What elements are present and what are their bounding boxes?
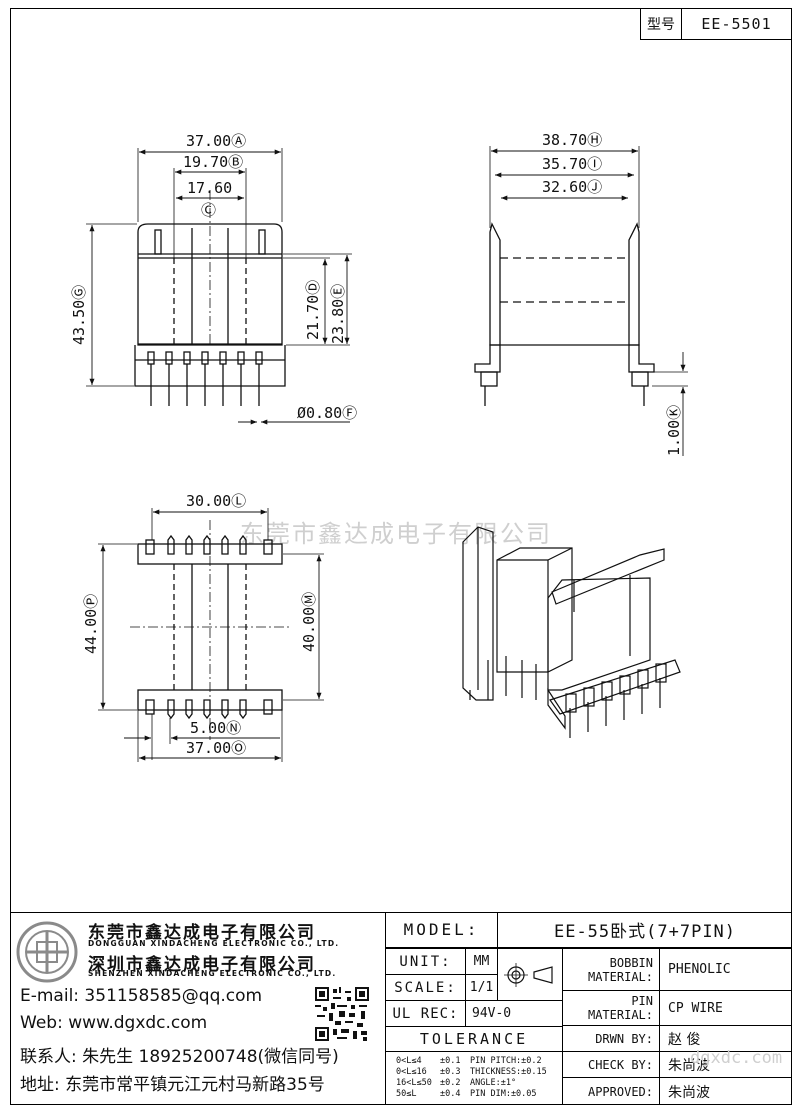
model-label: MODEL: — [386, 912, 498, 948]
side-view — [474, 146, 688, 456]
title-block — [10, 912, 792, 1105]
pin-material-label: PIN MATERIAL: — [562, 990, 660, 1026]
bottom-view — [98, 508, 324, 762]
drawing-frame — [10, 8, 792, 1105]
dim-n: 5.00Ⓝ — [190, 719, 241, 737]
dim-l: 30.00Ⓛ — [186, 492, 246, 510]
watermark-url: dgxdc.com — [690, 1048, 783, 1068]
company-name-cn-1: 东莞市鑫达成电子有限公司 — [88, 923, 316, 943]
type-label: 型号 — [641, 9, 682, 39]
dim-g: 43.50Ⓖ — [70, 285, 88, 345]
tolerance-label: TOLERANCE — [386, 1026, 563, 1052]
company-name-cn-2: 深圳市鑫达成电子有限公司 — [88, 955, 316, 975]
dim-i: 35.70Ⓘ — [542, 155, 602, 173]
company-web[interactable]: Web: www.dgxdc.com — [20, 1013, 208, 1033]
dim-b: 19.70Ⓑ — [183, 153, 243, 171]
drawn-by-label: DRWN BY: — [562, 1025, 660, 1052]
company-logo-icon — [16, 921, 78, 983]
check-by-label: CHECK BY: — [562, 1051, 660, 1078]
dim-o: 37.00Ⓞ — [186, 739, 246, 757]
approved-value: 朱尚波 — [659, 1077, 792, 1105]
pin-label-2: MATERIAL: — [587, 1008, 653, 1022]
company-email[interactable]: E-mail: 351158585@qq.com — [20, 986, 263, 1006]
dim-m: 40.00Ⓜ — [300, 592, 318, 652]
company-name-en-1: DONGGUAN XINDACHENG ELECTRONIC CO., LTD. — [88, 939, 340, 948]
type-box: 型号 EE-5501 — [640, 8, 792, 40]
type-value: EE-5501 — [701, 15, 772, 33]
dim-e: 23.80Ⓔ — [329, 284, 347, 344]
approved-label: APPROVED: — [562, 1077, 660, 1105]
qr-code-icon[interactable] — [313, 985, 371, 1043]
dim-h: 38.70Ⓗ — [542, 131, 602, 149]
bottom-pins-bottom — [145, 699, 273, 720]
scale-value: 1/1 — [465, 974, 498, 1001]
bobbin-material-label: BOBBIN MATERIAL: — [562, 948, 660, 991]
ulrec-value: 94V-0 — [465, 1000, 563, 1027]
projection-icon — [504, 962, 553, 987]
model-value: EE-55卧式(7+7PIN) — [497, 912, 792, 948]
isometric-view[interactable] — [462, 526, 681, 738]
dim-f: Ø0.80Ⓕ — [297, 404, 357, 422]
pin-material-value: CP WIRE — [659, 990, 792, 1026]
front-view — [86, 148, 352, 425]
dim-p: 44.00Ⓟ — [82, 594, 100, 654]
unit-label: UNIT: — [386, 948, 466, 975]
dim-c-letter: Ⓒ — [201, 201, 216, 219]
iso-pins-front — [565, 663, 667, 738]
iso-pins-back — [469, 656, 537, 700]
pin-label-1: PIN — [631, 994, 653, 1008]
bobbin-label-1: BOBBIN — [609, 955, 653, 970]
dim-j: 32.60Ⓙ — [542, 178, 602, 196]
company-name-en-2: SHENZHEN XINDACHENG ELECTRONIC CO., LTD. — [88, 969, 337, 978]
company-address: 地址: 东莞市常平镇元江元村马新路35号 — [20, 1075, 325, 1095]
dim-c: 17.60 — [187, 179, 232, 197]
bobbin-material-value: PHENOLIC — [659, 948, 792, 991]
watermark: 东莞市鑫达成电子有限公司 — [240, 520, 552, 548]
ulrec-label: UL REC: — [386, 1000, 466, 1027]
front-pins — [147, 351, 263, 406]
company-contact: 联系人: 朱先生 18925200748(微信同号) — [20, 1047, 339, 1067]
projection-symbol — [497, 948, 563, 1001]
bobbin-label-2: MATERIAL: — [587, 969, 653, 984]
dim-k: 1.00Ⓚ — [665, 405, 683, 456]
scale-label: SCALE: — [386, 974, 466, 1001]
dim-d: 21.70Ⓓ — [304, 280, 322, 340]
dim-a: 37.00Ⓐ — [186, 132, 246, 150]
unit-value: MM — [465, 948, 498, 975]
technical-drawing: 37.00Ⓐ 19.70Ⓑ 17.60 Ⓒ 43.50Ⓖ 21.70Ⓓ 23.8… — [70, 131, 688, 762]
company-info — [10, 912, 386, 1105]
bottom-pins-top — [145, 534, 273, 555]
